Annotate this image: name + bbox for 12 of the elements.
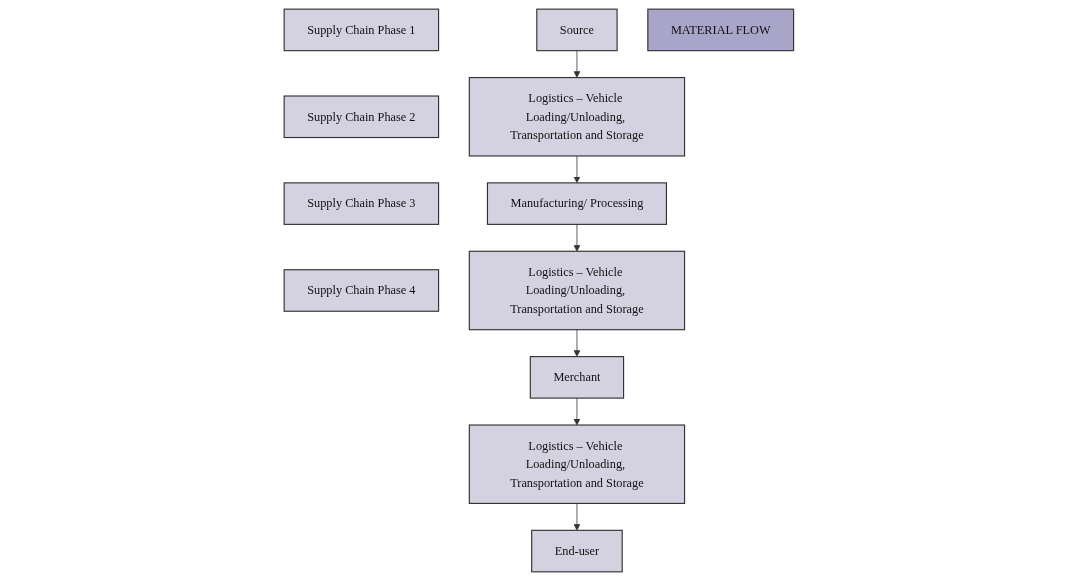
node-box: End-user xyxy=(530,529,623,573)
node-box: Supply Chain Phase 2 xyxy=(283,95,439,139)
node-box: Merchant xyxy=(529,356,624,399)
node-box: Manufacturing/ Processing xyxy=(486,182,667,225)
node-box: Supply Chain Phase 1 xyxy=(283,8,439,52)
node-box: Logistics – Vehicle Loading/Unloading, Transportation and Storage xyxy=(468,424,685,504)
node-box: Logistics – Vehicle Loading/Unloading, Transportation and Storage xyxy=(468,250,685,331)
node-box: Supply Chain Phase 3 xyxy=(283,182,439,225)
node-box: Source xyxy=(535,8,618,52)
node-box: Logistics – Vehicle Loading/Unloading, Transportation and Storage xyxy=(468,77,685,157)
node-box: MATERIAL FLOW xyxy=(646,8,794,52)
node-box: Supply Chain Phase 4 xyxy=(283,269,439,312)
